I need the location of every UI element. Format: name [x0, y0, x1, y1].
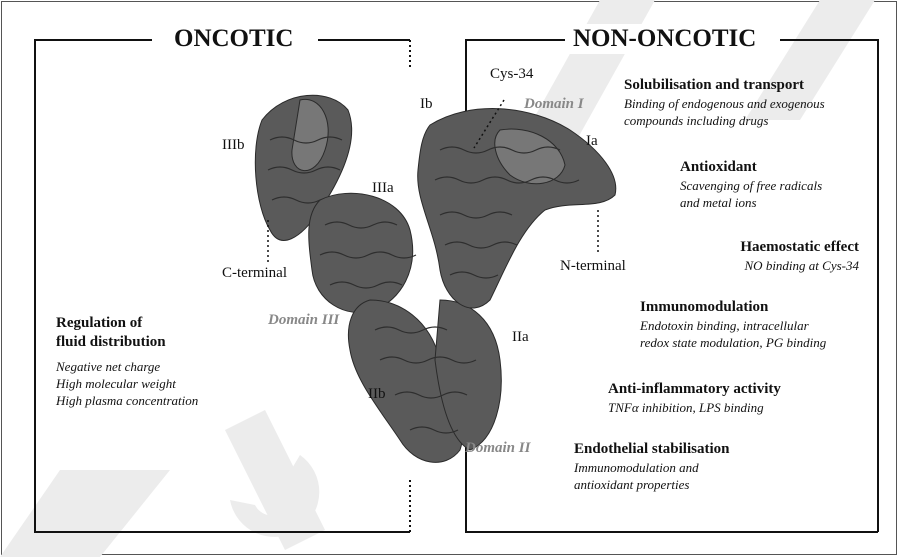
property-desc: Scavenging of free radicals [680, 177, 822, 194]
label-iiia: IIIa [372, 180, 394, 197]
property-title: Anti-inflammatory activity [608, 380, 781, 399]
label-iiib: IIIb [222, 137, 245, 154]
property-title: Solubilisation and transport [624, 76, 825, 95]
property-immunomodulation: Immunomodulation Endotoxin binding, intr… [640, 298, 826, 351]
property-desc: Endotoxin binding, intracellular [640, 317, 826, 334]
property-title: Antioxidant [680, 158, 822, 177]
property-title: Haemostatic effect [740, 238, 859, 257]
property-desc: compounds including drugs [624, 112, 825, 129]
label-n-terminal: N-terminal [560, 258, 626, 275]
label-domain-iii: Domain III [268, 312, 339, 329]
property-desc: Immunomodulation and [574, 459, 729, 476]
property-title: Endothelial stabilisation [574, 440, 729, 459]
property-desc: antioxidant properties [574, 476, 729, 493]
property-haemostatic: Haemostatic effect NO binding at Cys-34 [740, 238, 859, 274]
oncotic-title-line2: fluid distribution [56, 333, 198, 352]
oncotic-item: Negative net charge [56, 358, 198, 375]
oncotic-item: High plasma concentration [56, 392, 198, 409]
property-anti-inflammatory: Anti-inflammatory activity TNFα inhibiti… [608, 380, 781, 416]
oncotic-properties: Regulation of fluid distribution Negativ… [56, 314, 198, 409]
property-desc: NO binding at Cys-34 [740, 257, 859, 274]
oncotic-title-line1: Regulation of [56, 314, 198, 333]
label-cys34: Cys-34 [490, 66, 533, 83]
property-solubilisation: Solubilisation and transport Binding of … [624, 76, 825, 129]
label-ia: Ia [586, 133, 598, 150]
label-c-terminal: C-terminal [222, 265, 287, 282]
property-desc: TNFα inhibition, LPS binding [608, 399, 781, 416]
property-desc: and metal ions [680, 194, 822, 211]
property-desc: Binding of endogenous and exogenous [624, 95, 825, 112]
label-iib: IIb [368, 386, 386, 403]
property-endothelial: Endothelial stabilisation Immunomodulati… [574, 440, 729, 493]
label-domain-ii: Domain II [465, 440, 530, 457]
oncotic-item: High molecular weight [56, 375, 198, 392]
property-desc: redox state modulation, PG binding [640, 334, 826, 351]
label-ib: Ib [420, 96, 433, 113]
label-domain-i: Domain I [524, 96, 584, 113]
property-title: Immunomodulation [640, 298, 826, 317]
property-antioxidant: Antioxidant Scavenging of free radicals … [680, 158, 822, 211]
label-iia: IIa [512, 329, 529, 346]
